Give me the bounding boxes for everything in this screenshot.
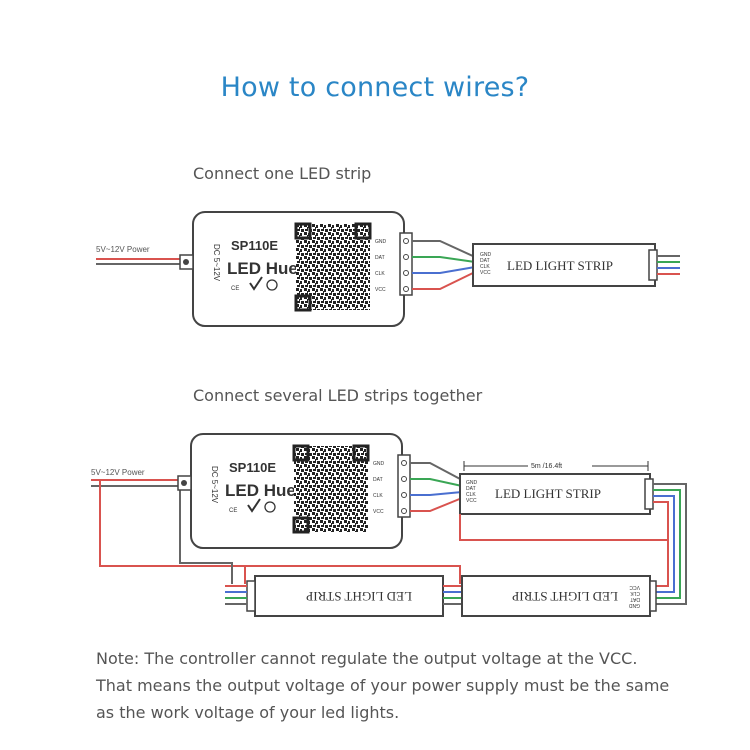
note: Note: The controller cannot regulate the…: [96, 645, 736, 726]
strip-right-pin-clk: CLK: [630, 590, 640, 596]
section2-heading: Connect several LED strips together: [193, 386, 483, 405]
ctl2-pin-dat: DAT: [373, 477, 383, 483]
strip1-pin-clk: CLK: [480, 264, 490, 270]
power-wires-1: [96, 258, 182, 265]
power-wires-2: [91, 479, 461, 584]
recycle-icon: [266, 279, 278, 291]
controller-brand-2: LED Hue: [225, 481, 296, 500]
led-strip-left: LED LIGHT STRIP: [225, 575, 444, 617]
controller-1: DC 5~12V SP110E LED Hue CE GND DAT CLK V…: [179, 211, 413, 327]
strip-right-label: LED LIGHT STRIP: [512, 589, 618, 604]
section1-heading: Connect one LED strip: [193, 164, 372, 183]
ctl1-pin-gnd: GND: [375, 239, 387, 245]
power-label-1: 5V~12V Power: [96, 245, 150, 254]
controller-voltage-1: DC 5~12V: [212, 244, 221, 282]
led-strip-top: GND DAT CLK VCC LED LIGHT STRIP: [459, 473, 654, 515]
controller-model-1: SP110E: [231, 238, 278, 253]
strip-top-pin-vcc: VCC: [466, 498, 477, 504]
section2-diagram: 5V~12V Power DC 5~12V SP110E LED Hue CE: [91, 433, 687, 617]
ctl1-pin-dat: DAT: [375, 255, 385, 261]
strip-top-pin-clk: CLK: [466, 492, 476, 498]
wiring-diagram: 5V~12V Power DC 5~12V SP110E LED Hue CE …: [91, 211, 687, 617]
check-icon: [249, 276, 263, 291]
strip-top-label: LED LIGHT STRIP: [495, 486, 601, 501]
controller-brand-1: LED Hue: [227, 259, 298, 278]
section1-diagram: 5V~12V Power DC 5~12V SP110E LED Hue CE …: [96, 211, 680, 327]
page-title: How to connect wires?: [220, 72, 530, 103]
strip1-pin-vcc: VCC: [480, 270, 491, 276]
strip1-label: LED LIGHT STRIP: [507, 258, 613, 273]
note-line-2: That means the output voltage of your po…: [96, 676, 670, 695]
strip-right-pin-vcc: VCC: [629, 584, 640, 590]
ctl2-pin-gnd: GND: [373, 461, 385, 467]
strip-top-pin-dat: DAT: [466, 486, 476, 492]
strip-left-label: LED LIGHT STRIP: [306, 589, 412, 604]
controller-model-2: SP110E: [229, 460, 276, 475]
strip1-pin-dat: DAT: [480, 258, 490, 264]
bridge-wires: [443, 585, 462, 605]
controller-voltage-2: DC 5~12V: [210, 466, 219, 504]
loop-wires: [459, 483, 687, 605]
length-label: 5m /16.4ft: [531, 463, 562, 470]
note-line-3: as the work voltage of your led lights.: [96, 703, 400, 722]
ce-mark-1: CE: [231, 286, 239, 292]
led-strip-1: GND DAT CLK VCC LED LIGHT STRIP: [472, 243, 680, 287]
length-dimension: 5m /16.4ft: [463, 460, 649, 471]
ctl1-pin-vcc: VCC: [375, 287, 386, 293]
recycle-icon: [264, 501, 276, 513]
strip1-pin-gnd: GND: [480, 252, 492, 258]
ctl1-pin-clk: CLK: [375, 271, 385, 277]
strip-top-pin-gnd: GND: [466, 480, 478, 486]
controller-2: DC 5~12V SP110E LED Hue CE GND DAT CLK V…: [177, 433, 411, 549]
check-icon: [247, 498, 261, 513]
led-strip-right: LED LIGHT STRIP VCC CLK DAT GND: [461, 575, 657, 617]
output-wires-2: [410, 462, 463, 512]
output-wires-1: [412, 240, 476, 290]
ctl2-pin-clk: CLK: [373, 493, 383, 499]
ctl2-pin-vcc: VCC: [373, 509, 384, 515]
note-line-1: Note: The controller cannot regulate the…: [96, 649, 638, 668]
ce-mark-2: CE: [229, 508, 237, 514]
strip-right-pin-dat: DAT: [630, 596, 640, 602]
strip-right-pin-gnd: GND: [629, 602, 641, 608]
power-label-2: 5V~12V Power: [91, 468, 145, 477]
